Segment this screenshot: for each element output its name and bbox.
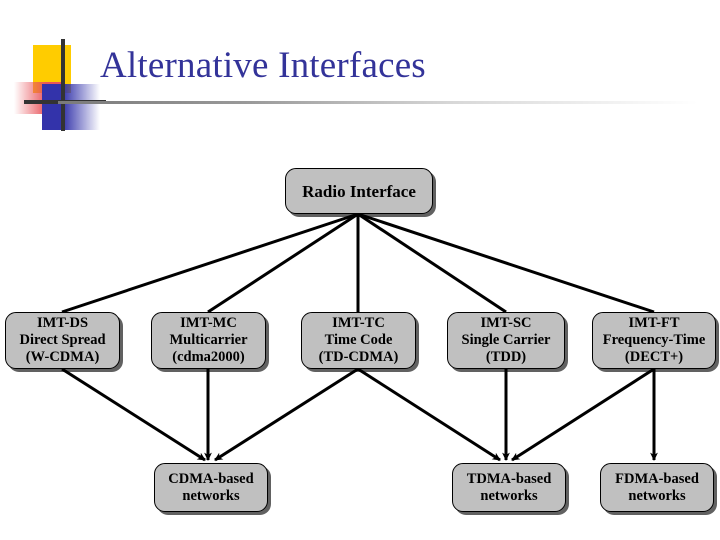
node-cdma-based-networks[interactable]: CDMA-based networks xyxy=(154,463,268,512)
node-line: (W-CDMA) xyxy=(25,349,100,365)
node-line: IMT-TC xyxy=(332,315,385,331)
node-line: IMT-MC xyxy=(180,315,237,331)
node-line: networks xyxy=(628,487,686,504)
edges-level1-to-level2 xyxy=(61,367,658,462)
node-imt-tc[interactable]: IMT-TC Time Code (TD-CDMA) xyxy=(301,312,416,369)
node-line: (TDD) xyxy=(485,349,527,365)
node-imt-mc[interactable]: IMT-MC Multicarrier (cdma2000) xyxy=(151,312,266,369)
title-divider xyxy=(58,101,698,104)
node-line: FDMA-based xyxy=(615,470,699,487)
logo-vertical-line-icon xyxy=(61,39,65,131)
node-line: IMT-FT xyxy=(628,315,680,331)
node-line: networks xyxy=(182,487,240,504)
node-line: (cdma2000) xyxy=(172,349,245,365)
node-line: (TD-CDMA) xyxy=(318,349,399,365)
node-line: Single Carrier xyxy=(461,332,551,348)
node-line: IMT-DS xyxy=(36,315,89,331)
node-line: networks xyxy=(480,487,538,504)
node-imt-sc[interactable]: IMT-SC Single Carrier (TDD) xyxy=(447,312,565,369)
slide-header: Alternative Interfaces xyxy=(0,0,720,131)
node-line: Direct Spread xyxy=(19,332,106,348)
edges-root-to-level1 xyxy=(61,212,655,314)
node-line: CDMA-based xyxy=(168,470,254,487)
node-line: (DECT+) xyxy=(624,349,684,365)
node-line: Time Code xyxy=(324,332,393,348)
node-radio-interface[interactable]: Radio Interface xyxy=(285,168,433,214)
node-line: Frequency-Time xyxy=(602,332,706,348)
node-fdma-based-networks[interactable]: FDMA-based networks xyxy=(600,463,714,512)
node-imt-ds[interactable]: IMT-DS Direct Spread (W-CDMA) xyxy=(5,312,120,369)
node-tdma-based-networks[interactable]: TDMA-based networks xyxy=(452,463,566,512)
node-line: Radio Interface xyxy=(302,181,416,201)
logo-blue-square xyxy=(42,84,100,130)
node-line: IMT-SC xyxy=(480,315,532,331)
node-line: Multicarrier xyxy=(169,332,248,348)
page-title: Alternative Interfaces xyxy=(100,45,426,86)
node-line: TDMA-based xyxy=(466,470,552,487)
node-imt-ft[interactable]: IMT-FT Frequency-Time (DECT+) xyxy=(592,312,716,369)
